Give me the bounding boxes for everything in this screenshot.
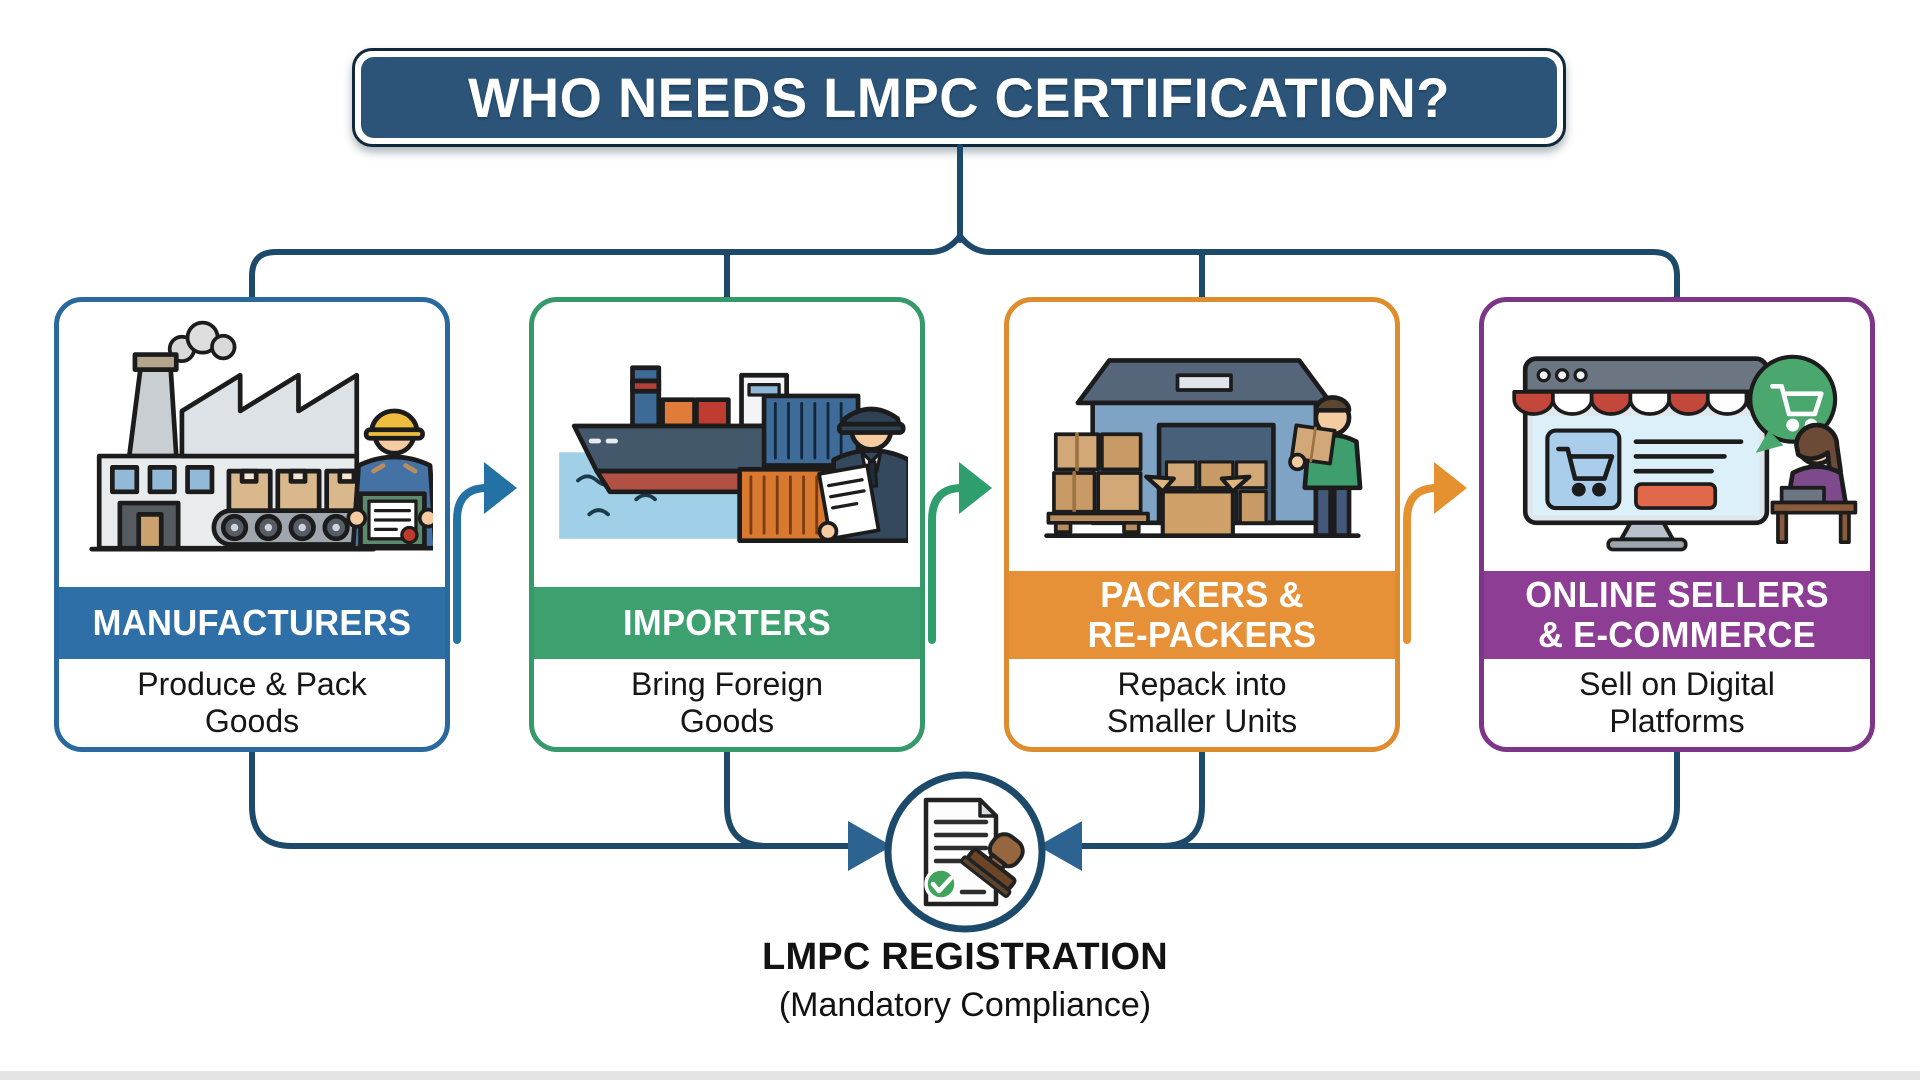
card-manufacturers: MANUFACTURERS Produce & Pack Goods [54,297,450,752]
certificate-stamp-icon [884,771,1046,933]
arrow-into-registration-right [1038,821,1082,871]
card-title-band: PACKERS & RE-PACKERS [1009,571,1395,659]
card-packers-re-packers: PACKERS & RE-PACKERS Repack into Smaller… [1004,297,1400,752]
page-title: WHO NEEDS LMPC CERTIFICATION? [468,66,1450,129]
card-title-band: ONLINE SELLERS & E-COMMERCE [1484,571,1870,659]
card-description: Bring Foreign Goods [630,665,824,739]
card-title: MANUFACTURERS [92,601,412,643]
ecommerce-storefront-seller-illustration [1484,302,1870,571]
factory-with-certified-worker-illustration [59,302,445,587]
customs-officer [816,406,909,543]
card-title-band: MANUFACTURERS [59,587,445,659]
card-description: Sell on Digital Platforms [1579,665,1775,739]
registration-subtitle: (Mandatory Compliance) [778,986,1152,1024]
card-online-sellers-ecommerce: ONLINE SELLERS & E-COMMERCE Sell on Digi… [1479,297,1875,752]
card-importers: IMPORTERS Bring Foreign Goods [529,297,925,752]
card-description: Produce & Pack Goods [137,665,367,739]
cart-speech-bubble [1747,355,1837,454]
arrow-into-registration-left [848,821,892,871]
title-banner-inner: WHO NEEDS LMPC CERTIFICATION? [361,57,1557,138]
card-description: Repack into Smaller Units [1106,665,1298,739]
arrow-packers-to-online-sellers [1403,462,1467,644]
top-connector-tree [249,144,1680,302]
card-title: RE-PACKERS [1087,614,1317,655]
arrow-manufacturers-to-importers [453,462,517,644]
card-title: ONLINE SELLERS [1525,573,1829,615]
online-seller [1770,423,1857,545]
cargo-ship-with-customs-officer-illustration [534,302,920,587]
smoke [167,320,237,363]
worker [345,408,434,551]
card-title: IMPORTERS [622,601,832,643]
warehouse-boxes-worker-illustration [1009,302,1395,571]
registration-caption: LMPC REGISTRATION (Mandatory Compliance) [555,936,1375,1025]
card-title: & E-COMMERCE [1537,614,1817,655]
card-title-band: IMPORTERS [534,587,920,659]
registration-title: LMPC REGISTRATION [762,936,1168,978]
card-title: PACKERS & [1100,573,1304,615]
bottom-connector-tree [249,745,1680,849]
arrow-importers-to-packers [928,462,992,644]
footer-strip [0,1071,1920,1080]
